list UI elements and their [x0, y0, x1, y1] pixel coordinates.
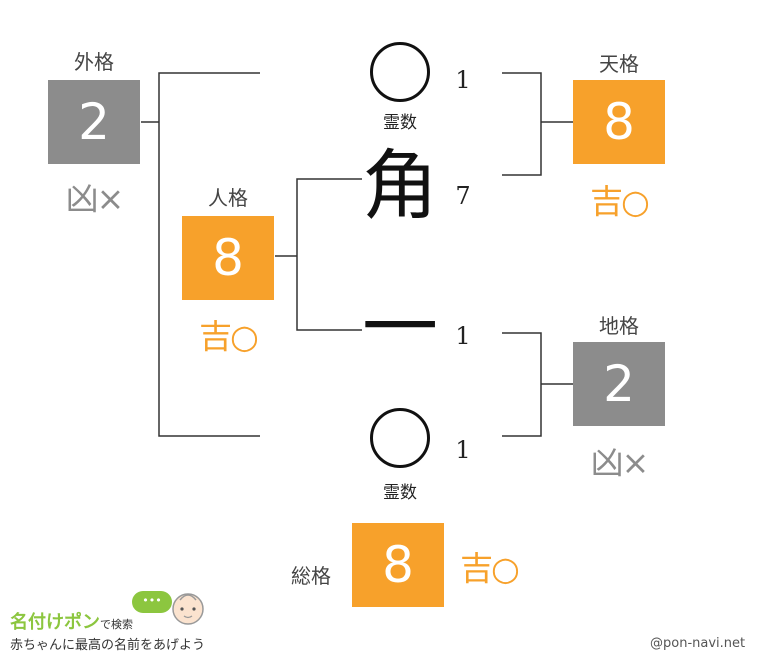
brand-search-suffix: で検索	[100, 618, 133, 631]
bottom-reisu-circle-icon	[370, 408, 430, 468]
name-char-1: 角	[362, 141, 438, 230]
name-char-2: 一	[362, 283, 438, 372]
top-reisu-strokes: 1	[455, 66, 471, 94]
tenkaku-verdict: 吉○	[590, 182, 650, 221]
brand-name: 名付けポン	[10, 612, 100, 633]
tenkaku-label: 天格	[599, 52, 639, 76]
top-reisu-label: 霊数	[383, 113, 417, 133]
jinkaku-verdict: 吉○	[199, 317, 259, 356]
gaikaku-label: 外格	[74, 50, 114, 74]
bottom-reisu-label: 霊数	[383, 483, 417, 503]
name-char-2-strokes: 1	[455, 322, 471, 350]
gaikaku-value-box: 2	[48, 80, 140, 164]
chikaku-value: 2	[603, 355, 635, 413]
chikaku-bracket	[502, 332, 542, 437]
speech-bubble-icon: •••	[132, 591, 172, 613]
chikaku-value-box: 2	[573, 342, 665, 426]
chikaku-verdict: 凶×	[590, 443, 650, 482]
baby-face-icon	[172, 593, 204, 625]
jinkaku-label: 人格	[208, 186, 248, 210]
brand-logo: 名付けポンで検索	[10, 608, 133, 634]
gaikaku-bracket	[158, 72, 260, 437]
tenkaku-value-box: 8	[573, 80, 665, 164]
soukaku-verdict: 吉○	[460, 549, 520, 588]
site-url: @pon-navi.net	[650, 636, 746, 651]
name-char-1-strokes: 7	[455, 182, 471, 210]
soukaku-value-box: 8	[352, 523, 444, 607]
tenkaku-value: 8	[603, 93, 635, 151]
bottom-reisu-strokes: 1	[455, 436, 471, 464]
jinkaku-value: 8	[212, 229, 244, 287]
soukaku-value: 8	[382, 536, 414, 594]
jinkaku-bracket	[296, 178, 362, 331]
jinkaku-value-box: 8	[182, 216, 274, 300]
gaikaku-value: 2	[78, 93, 110, 151]
top-reisu-circle-icon	[370, 42, 430, 102]
soukaku-label: 総格	[291, 564, 331, 588]
gaikaku-verdict: 凶×	[65, 179, 125, 218]
tenkaku-bracket	[502, 72, 542, 176]
chikaku-label: 地格	[599, 314, 639, 338]
brand-tagline: 赤ちゃんに最高の名前をあげよう	[10, 638, 206, 653]
